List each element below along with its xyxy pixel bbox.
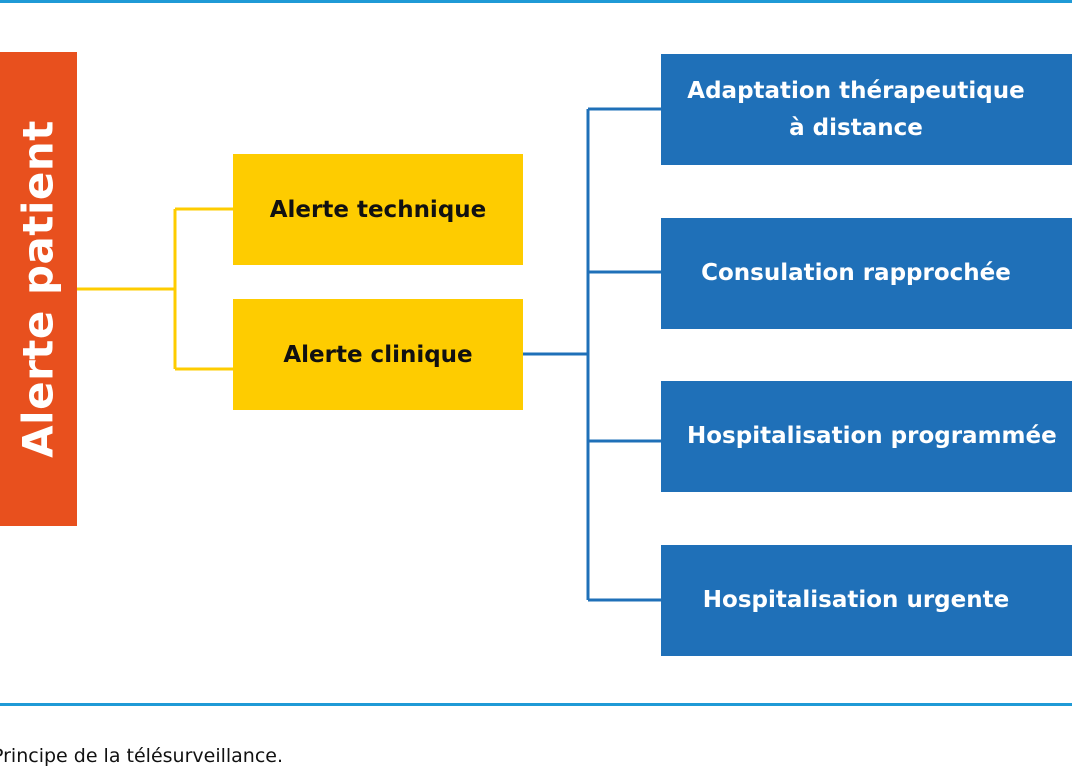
node-alerte-technique-label: Alerte technique <box>269 196 487 223</box>
node-alerte-clinique: Alerte clinique <box>233 299 523 410</box>
bottom-rule <box>0 703 1072 706</box>
top-rule <box>0 0 1072 3</box>
node-consultation-rapprochee-label: Consulation rapprochée <box>701 260 1011 286</box>
figure-caption: Principe de la télésurveillance. <box>0 745 284 767</box>
node-consultation-rapprochee: Consulation rapprochée <box>661 218 1072 329</box>
node-hospitalisation-programmee-label: Hospitalisation programmée <box>687 423 1057 449</box>
node-adaptation-therapeutique-line2: à distance <box>789 114 923 141</box>
root-node-label: Alerte patient <box>13 120 63 458</box>
node-hospitalisation-urgente-label: Hospitalisation urgente <box>702 587 1010 613</box>
node-adaptation-therapeutique-line1: Adaptation thérapeutique <box>687 77 1025 104</box>
node-alerte-technique: Alerte technique <box>233 154 523 265</box>
root-node-alerte-patient: Alerte patient <box>0 52 77 526</box>
node-hospitalisation-urgente: Hospitalisation urgente <box>661 545 1072 656</box>
node-adaptation-therapeutique: Adaptation thérapeutique à distance <box>661 54 1072 165</box>
node-alerte-clinique-label: Alerte clinique <box>283 341 473 368</box>
node-hospitalisation-programmee: Hospitalisation programmée <box>661 381 1072 492</box>
